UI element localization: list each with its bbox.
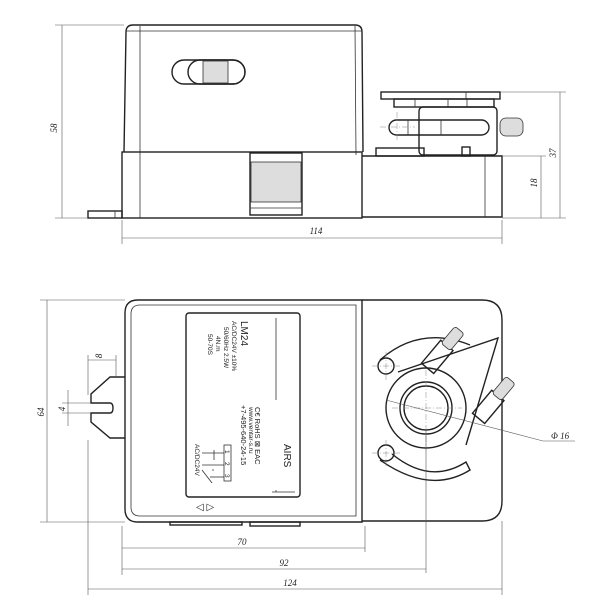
- top-housing: [124, 299, 363, 523]
- dim-37: 37: [548, 148, 558, 159]
- label-phone: +7-495-640-24-15: [239, 405, 248, 465]
- dim-70: 70: [238, 537, 248, 547]
- label-spec-time: 50-70S: [206, 334, 213, 356]
- label-spec-torque: 4N.m: [214, 336, 221, 352]
- mounting-tab: [87, 210, 123, 219]
- label-spec-frequency: 50/60Hz 2.5W: [222, 327, 229, 369]
- label-website: www.ventar-s.ru: [247, 406, 254, 454]
- dim-92: 92: [280, 558, 290, 568]
- top-mounting-tab: [90, 376, 125, 439]
- upper-housing: [123, 24, 364, 153]
- side-grille: [249, 152, 303, 216]
- dim-58: 58: [49, 123, 59, 133]
- wiring-diagram: 1 2 3 AC/DC24V: [193, 444, 232, 484]
- label-model: LM24: [238, 321, 249, 346]
- terminal-1: 1: [223, 450, 230, 454]
- shaft-clamp-top: Φ 16: [372, 327, 575, 482]
- label-spec-voltage: AC/DC24V ±10%: [230, 321, 237, 371]
- dim-124: 124: [283, 578, 297, 588]
- label-brand: AIRS: [281, 444, 292, 468]
- dim-8: 8: [94, 353, 104, 358]
- product-label: LM24 AC/DC24V ±10% 50/60Hz 2.5W 4N.m 50-…: [185, 312, 301, 498]
- dim-64: 64: [36, 407, 46, 417]
- top-view: LM24 AC/DC24V ±10% 50/60Hz 2.5W 4N.m 50-…: [36, 299, 575, 595]
- dim-114: 114: [310, 226, 323, 236]
- right-plate: [362, 299, 503, 522]
- top-view-dimensions: 64 8 4 70 92 124: [36, 299, 503, 595]
- direction-arrows: ◁ ▷: [196, 502, 214, 513]
- label-certifications: C€ RoHS ⊠ EAC: [253, 407, 262, 465]
- dim-shaft-diameter: Φ 16: [551, 431, 570, 441]
- side-view: 58 114 37 18: [49, 24, 566, 244]
- terminal-2: 2: [223, 462, 230, 466]
- dim-18: 18: [529, 178, 539, 188]
- shaft-clamp-side: [375, 91, 524, 157]
- wiring-voltage: AC/DC24V: [193, 444, 200, 476]
- terminal-3: 3: [223, 474, 230, 478]
- side-view-dimensions: 58 114 37 18: [49, 24, 566, 244]
- lower-base: [121, 151, 363, 219]
- dim-4: 4: [57, 406, 67, 411]
